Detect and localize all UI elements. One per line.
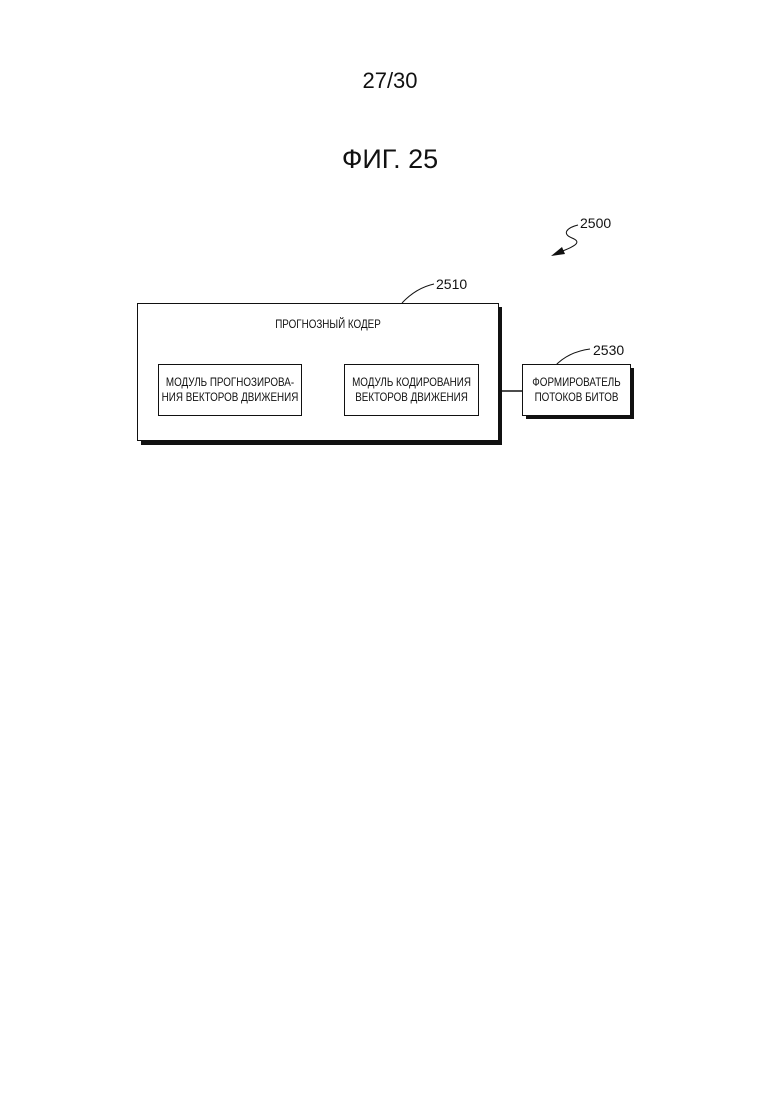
leader-2500 <box>560 225 578 252</box>
mv-encoder-line-2: ВЕКТОРОВ ДВИЖЕНИЯ <box>355 390 468 405</box>
mv-encoder-block-text: МОДУЛЬ КОДИРОВАНИЯ ВЕКТОРОВ ДВИЖЕНИЯ <box>341 364 481 416</box>
bitstream-line-2: ПОТОКОВ БИТОВ <box>535 390 619 405</box>
ref-2510: 2510 <box>436 277 467 291</box>
bitstream-line-1: ФОРМИРОВАТЕЛЬ <box>532 375 620 390</box>
leader-2510 <box>402 284 434 303</box>
predictor-block-text: МОДУЛЬ ПРОГНОЗИРОВА- НИЯ ВЕКТОРОВ ДВИЖЕН… <box>156 364 304 416</box>
predictor-line-1: МОДУЛЬ ПРОГНОЗИРОВА- <box>166 375 294 390</box>
mv-encoder-line-1: МОДУЛЬ КОДИРОВАНИЯ <box>352 375 471 390</box>
ref-2530: 2530 <box>593 343 624 357</box>
arrowhead-2500 <box>551 247 565 256</box>
ref-2500: 2500 <box>580 216 611 230</box>
encoder-label: ПРОГНОЗНЫЙ КОДЕР <box>271 317 386 331</box>
predictor-line-2: НИЯ ВЕКТОРОВ ДВИЖЕНИЯ <box>162 390 299 405</box>
bitstream-block-text: ФОРМИРОВАТЕЛЬ ПОТОКОВ БИТОВ <box>520 364 634 416</box>
